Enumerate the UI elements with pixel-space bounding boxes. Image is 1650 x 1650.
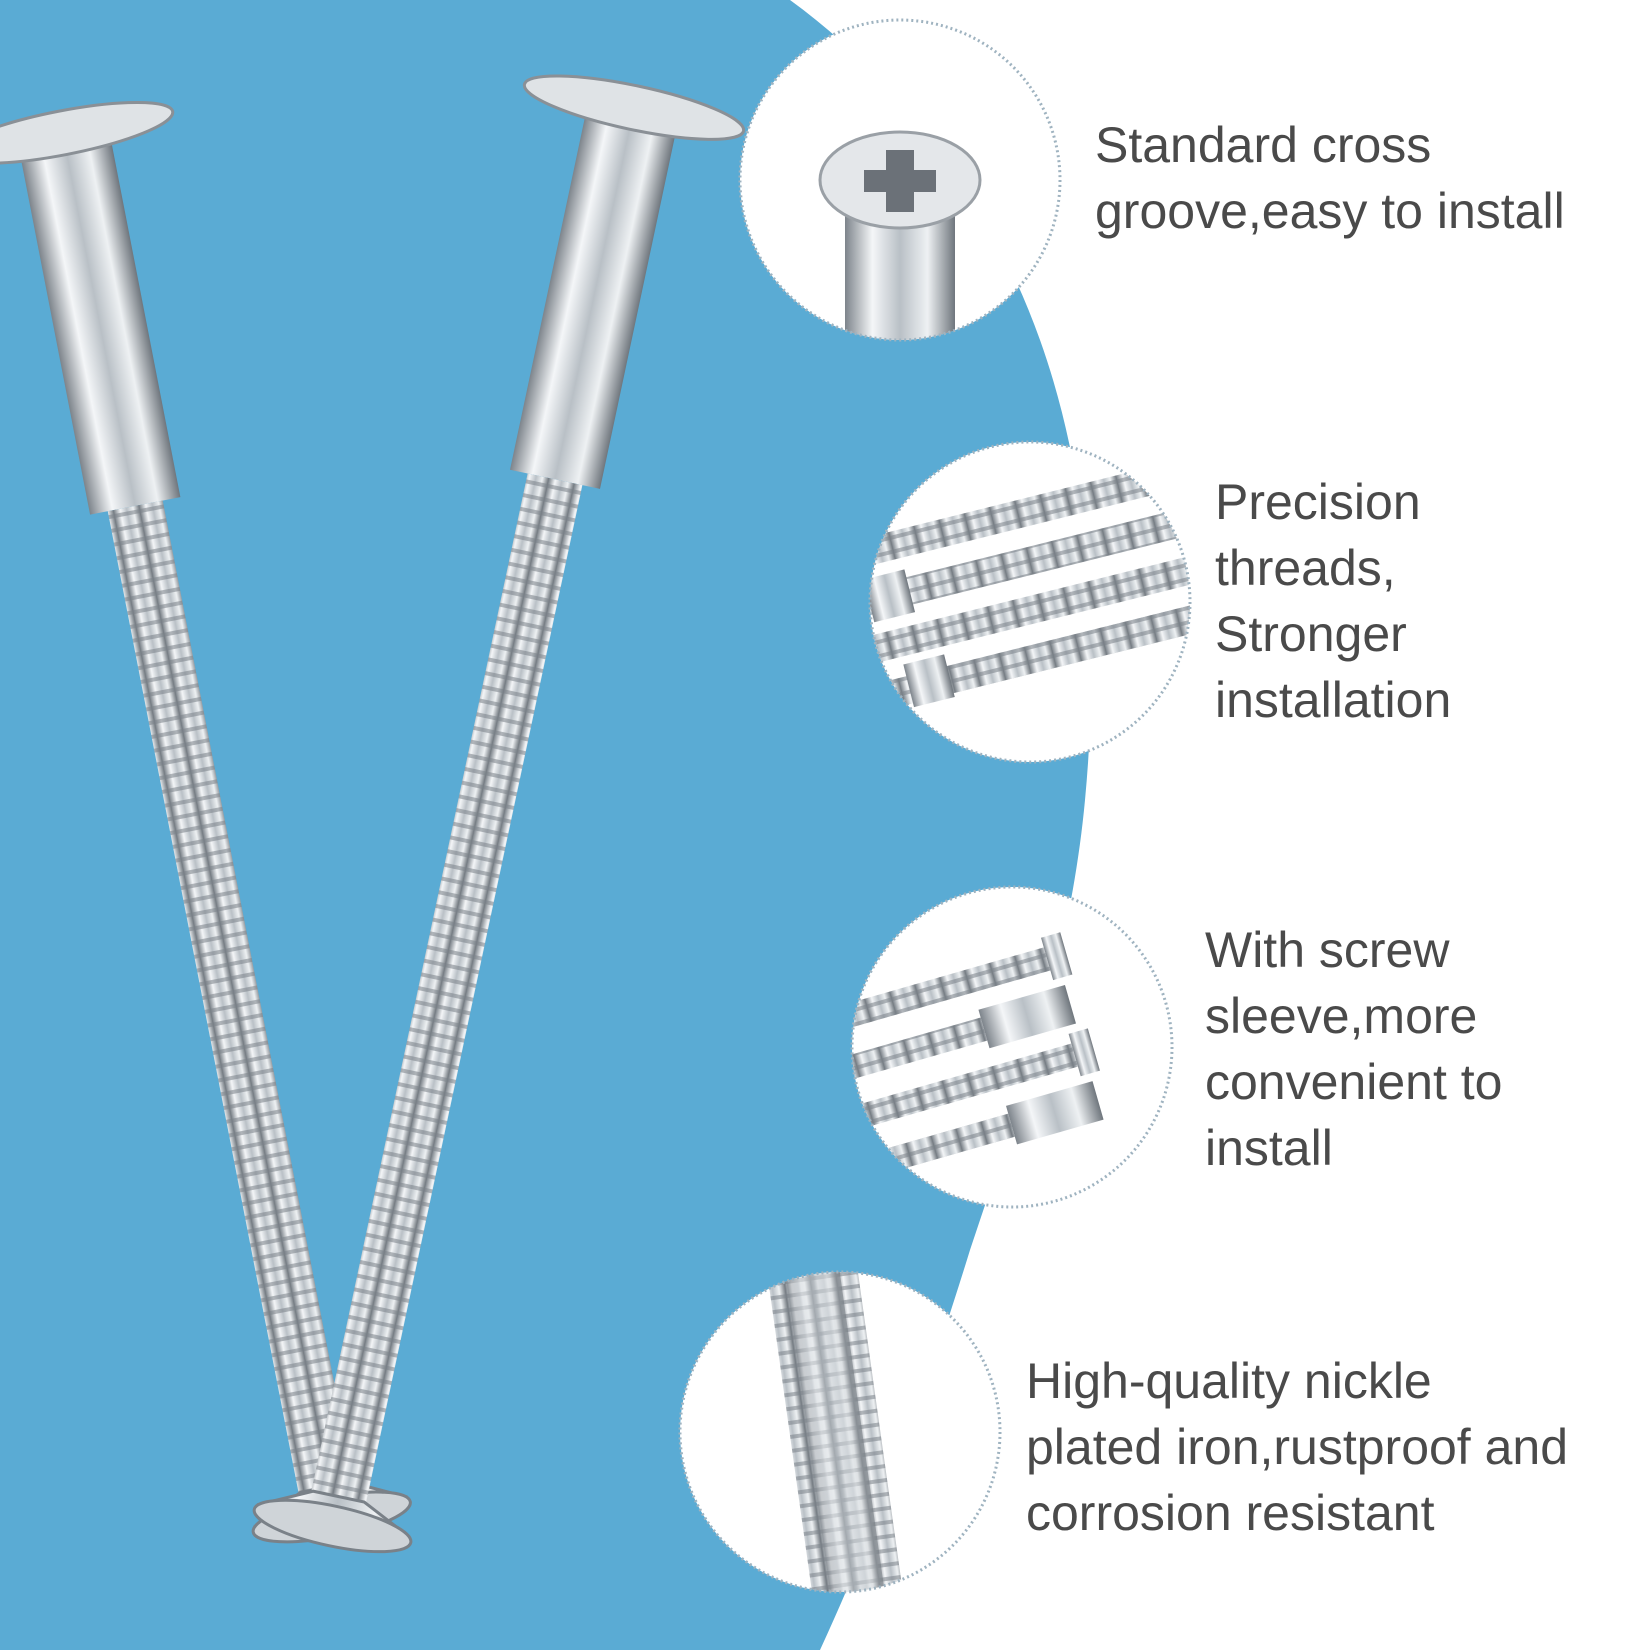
caption-line: threads, <box>1215 540 1396 596</box>
circle-screw-head <box>740 20 1060 340</box>
circle-threads <box>870 442 1190 762</box>
caption-line: convenient to <box>1205 1054 1503 1110</box>
caption-line: install <box>1205 1120 1333 1176</box>
caption-line: Precision <box>1215 474 1421 530</box>
circle-thread-detail <box>680 1272 1000 1592</box>
feature-caption-nickel-plated: High-quality nickle plated iron,rustproo… <box>1026 1348 1568 1546</box>
caption-line: corrosion resistant <box>1026 1485 1435 1541</box>
caption-line: sleeve,more <box>1205 988 1478 1044</box>
caption-line: With screw <box>1205 922 1450 978</box>
caption-line: High-quality nickle <box>1026 1353 1432 1409</box>
caption-line: installation <box>1215 672 1452 728</box>
feature-caption-cross-groove: Standard cross groove,easy to install <box>1095 112 1565 244</box>
screw-right <box>252 74 746 1554</box>
caption-line: Standard cross <box>1095 117 1432 173</box>
feature-caption-precision-threads: Precision threads, Stronger installation <box>1215 469 1451 733</box>
caption-line: Stronger <box>1215 606 1407 662</box>
feature-caption-screw-sleeve: With screw sleeve,more convenient to ins… <box>1205 917 1502 1181</box>
circle-sleeves <box>852 887 1172 1207</box>
caption-line: plated iron,rustproof and <box>1026 1419 1569 1475</box>
caption-line: groove,easy to install <box>1095 183 1565 239</box>
